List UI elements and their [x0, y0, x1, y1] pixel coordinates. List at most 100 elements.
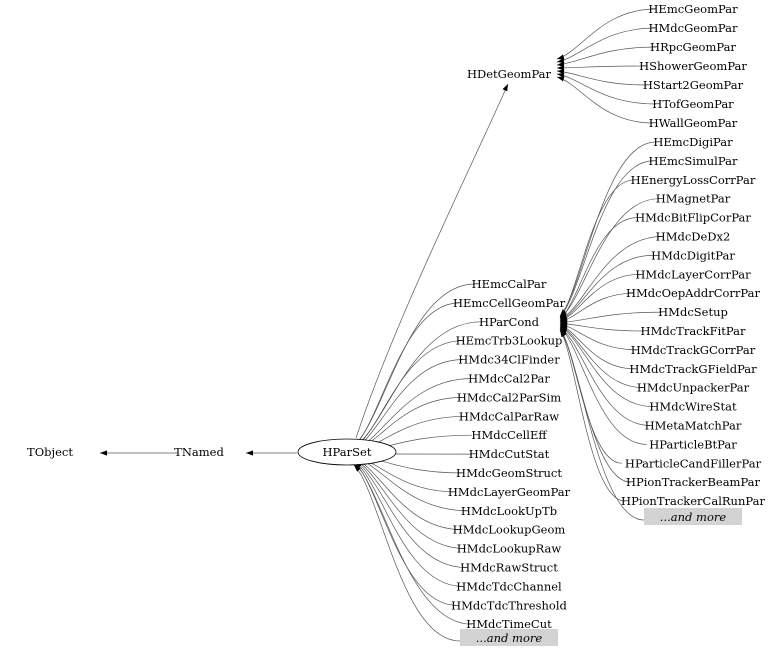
edge-htofgeompar-hdetgeompar-arrowhead — [557, 72, 565, 78]
node-hparset-ellipse[interactable] — [297, 438, 397, 466]
edge-hmdclookupgeom-hparset — [353, 457, 463, 531]
generated-nodes-layer: HEmcGeomParHMdcGeomParHRpcGeomParHShower… — [448, 2, 765, 646]
node-hparset[interactable]: HParSet — [323, 445, 372, 459]
edge-hwallgeompar-hdetgeompar — [556, 76, 653, 124]
edge-hrpcgeompar-hdetgeompar-arrowhead — [557, 61, 565, 67]
node-hmetamatchpar[interactable]: HMetaMatchPar — [645, 419, 742, 433]
nodes-layer: TObject TNamed HParSet HDetGeomPar — [27, 67, 552, 466]
node-hparticlecandfillerpar[interactable]: HParticleCandFillerPar — [625, 456, 762, 470]
node-hmdclookuptb[interactable]: HMdcLookUpTb — [461, 504, 557, 518]
node-hmdclayercorrpar[interactable]: HMdcLayerCorrPar — [635, 267, 751, 281]
edge-hmdcwirestat-hparcond — [559, 326, 653, 407]
edge-hmdclookupraw-hparset — [353, 458, 466, 549]
node-hemcdigipar[interactable]: HEmcDigiPar — [653, 135, 733, 149]
node-hemcsimulpar[interactable]: HEmcSimulPar — [649, 154, 738, 168]
node-hmdctdcchannel[interactable]: HMdcTdcChannel — [456, 579, 562, 593]
node-hparcond-more[interactable]: ...and more — [660, 510, 727, 524]
node-hmdcunpackerpar[interactable]: HMdcUnpackerPar — [637, 381, 750, 395]
node-hemcgeompar[interactable]: HEmcGeomPar — [648, 2, 738, 16]
node-hmdctrackgcorrpar[interactable]: HMdcTrackGCorrPar — [631, 343, 756, 357]
edge-hstart2geompar-hdetgeompar — [556, 70, 647, 86]
node-tobject[interactable]: TObject — [27, 445, 73, 459]
node-hmdccelleff[interactable]: HMdcCellEff — [471, 428, 547, 442]
node-hdetgeompar[interactable]: HDetGeomPar — [467, 67, 552, 81]
node-hmdctrackfitpar[interactable]: HMdcTrackFitPar — [641, 324, 746, 338]
node-hmdcbitflipcorpar[interactable]: HMdcBitFlipCorPar — [635, 211, 751, 225]
edge-hmdctrackgfieldpar-hparcond — [559, 324, 635, 370]
node-hmdc34clfinder[interactable]: HMdc34ClFinder — [458, 353, 560, 367]
node-hmdcsetup[interactable]: HMdcSetup — [658, 305, 728, 319]
edge-hmagnetpar-hparcond — [559, 198, 660, 319]
node-hemccellgeompar[interactable]: HEmcCellGeomPar — [453, 296, 566, 310]
node-hmdclayergeompar[interactable]: HMdcLayerGeomPar — [448, 485, 571, 499]
edge-hshowergeompar-hdetgeompar — [556, 65, 647, 69]
edge-hparticlebtpar-hparcond — [559, 327, 647, 445]
node-hshowergeompar[interactable]: HShowerGeomPar — [639, 59, 747, 73]
node-hmdcgeompar[interactable]: HMdcGeomPar — [648, 21, 738, 35]
edge-htofgeompar-hdetgeompar — [556, 73, 656, 105]
node-hmdclookupgeom[interactable]: HMdcLookupGeom — [453, 523, 566, 537]
node-hmdctdcthreshold[interactable]: HMdcTdcThreshold — [451, 598, 567, 612]
node-hrpcgeompar[interactable]: HRpcGeomPar — [650, 40, 736, 54]
node-hmdcdedx2[interactable]: HMdcDeDx2 — [656, 230, 731, 244]
edge-hshowergeompar-hdetgeompar-arrowhead — [557, 65, 565, 71]
edge-hdetgeompar-hparset — [355, 83, 509, 439]
node-hpiontrackerbeampar[interactable]: HPionTrackerBeamPar — [626, 475, 761, 489]
node-hmdccal2parsim[interactable]: HMdcCal2ParSim — [457, 390, 561, 404]
node-hmdctimecut[interactable]: HMdcTimeCut — [466, 617, 552, 631]
edge-hmdcdedx2-hparcond — [559, 236, 663, 320]
node-hparset-more[interactable]: ...and more — [476, 631, 543, 645]
node-hparticlebtpar[interactable]: HParticleBtPar — [649, 437, 737, 451]
edge-hmdctdcchannel-hparset — [353, 460, 463, 587]
node-hmdcgeomstruct[interactable]: HMdcGeomStruct — [456, 466, 562, 480]
node-hmdcoepaddrcorrpar[interactable]: HMdcOepAddrCorrPar — [626, 286, 761, 300]
edge-henergylosscorrpar-hparcond — [559, 179, 635, 318]
node-hmdccutstat[interactable]: HMdcCutStat — [469, 447, 550, 461]
edge-hemcsimulpar-hparcond — [559, 160, 653, 317]
node-hemctrb3lookup[interactable]: HEmcTrb3Lookup — [456, 334, 563, 348]
node-hmdccal2par[interactable]: HMdcCal2Par — [468, 372, 550, 386]
edge-hemcgeompar-hdetgeompar — [556, 8, 656, 60]
edge-hmdcbitflipcorpar-hparcond-arrowhead — [560, 312, 568, 319]
edge-hmdctimecut-hparset — [353, 462, 472, 625]
node-hparcond-more-box[interactable] — [644, 508, 742, 525]
edge-hpiontrackercalrunpar-hparcond — [559, 329, 625, 502]
node-hparcond[interactable]: HParCond — [479, 315, 540, 329]
node-hmagnetpar[interactable]: HMagnetPar — [656, 192, 731, 206]
node-htofgeompar[interactable]: HTofGeomPar — [652, 97, 734, 111]
edge-hmdcgeompar-hdetgeompar-arrowhead — [557, 58, 565, 64]
edge-hdetgeompar-hparset-arrowhead — [502, 84, 508, 92]
edges-layer — [100, 8, 663, 642]
edge-hmdcgeompar-hdetgeompar — [556, 27, 656, 63]
edge-hmdcrawstruct-hparset — [353, 459, 466, 568]
node-hmdclookupraw[interactable]: HMdcLookupRaw — [457, 542, 562, 556]
edge-hmdctdcthreshold-hparset — [353, 461, 457, 606]
edge-hmdcbitflipcorpar-hparcond — [559, 217, 638, 320]
node-henergylosscorrpar[interactable]: HEnergyLossCorrPar — [631, 173, 756, 187]
node-hmdccalparraw[interactable]: HMdcCalParRaw — [459, 409, 559, 423]
node-tnamed[interactable]: TNamed — [174, 445, 224, 459]
edge-hemcgeompar-hdetgeompar-arrowhead — [557, 54, 565, 60]
node-hstart2geompar[interactable]: HStart2GeomPar — [643, 78, 744, 92]
edge-hmdccal2par-hparset — [353, 378, 472, 451]
edge-hpiontrackerbeampar-hparcond — [559, 329, 632, 483]
node-hwallgeompar[interactable]: HWallGeomPar — [649, 116, 738, 130]
edge-hparcond-more-hparcond — [559, 329, 645, 521]
node-hpiontrackercalrunpar[interactable]: HPionTrackerCalRunPar — [621, 494, 765, 508]
edge-hparcond-more-hparcond-arrowhead — [560, 330, 567, 338]
node-hmdctrackgfieldpar[interactable]: HMdcTrackGFieldPar — [629, 362, 757, 376]
edge-hparticlecandfillerpar-hparcond — [559, 328, 622, 464]
edge-hmdctrackfitpar-hparcond — [559, 323, 644, 332]
edge-hparset-more-hparset-arrowhead — [354, 465, 361, 472]
edge-hstart2geompar-hdetgeompar-arrowhead — [557, 69, 565, 75]
edge-hmdclayercorrpar-hparcond — [559, 273, 641, 322]
node-hmdcdigitpar[interactable]: HMdcDigitPar — [651, 248, 735, 262]
edge-hmdcdigitpar-hparcond — [559, 255, 653, 321]
node-hmdcwirestat[interactable]: HMdcWireStat — [649, 400, 737, 414]
edge-hmetamatchpar-hparcond — [559, 326, 650, 426]
edge-tnamed-tobject-arrowhead — [100, 450, 107, 456]
edge-hwallgeompar-hdetgeompar-arrowhead — [557, 76, 565, 82]
node-hemccalpar[interactable]: HEmcCalPar — [472, 277, 547, 291]
node-hparset-more-box[interactable] — [460, 629, 558, 646]
node-hmdcrawstruct[interactable]: HMdcRawStruct — [460, 561, 558, 575]
